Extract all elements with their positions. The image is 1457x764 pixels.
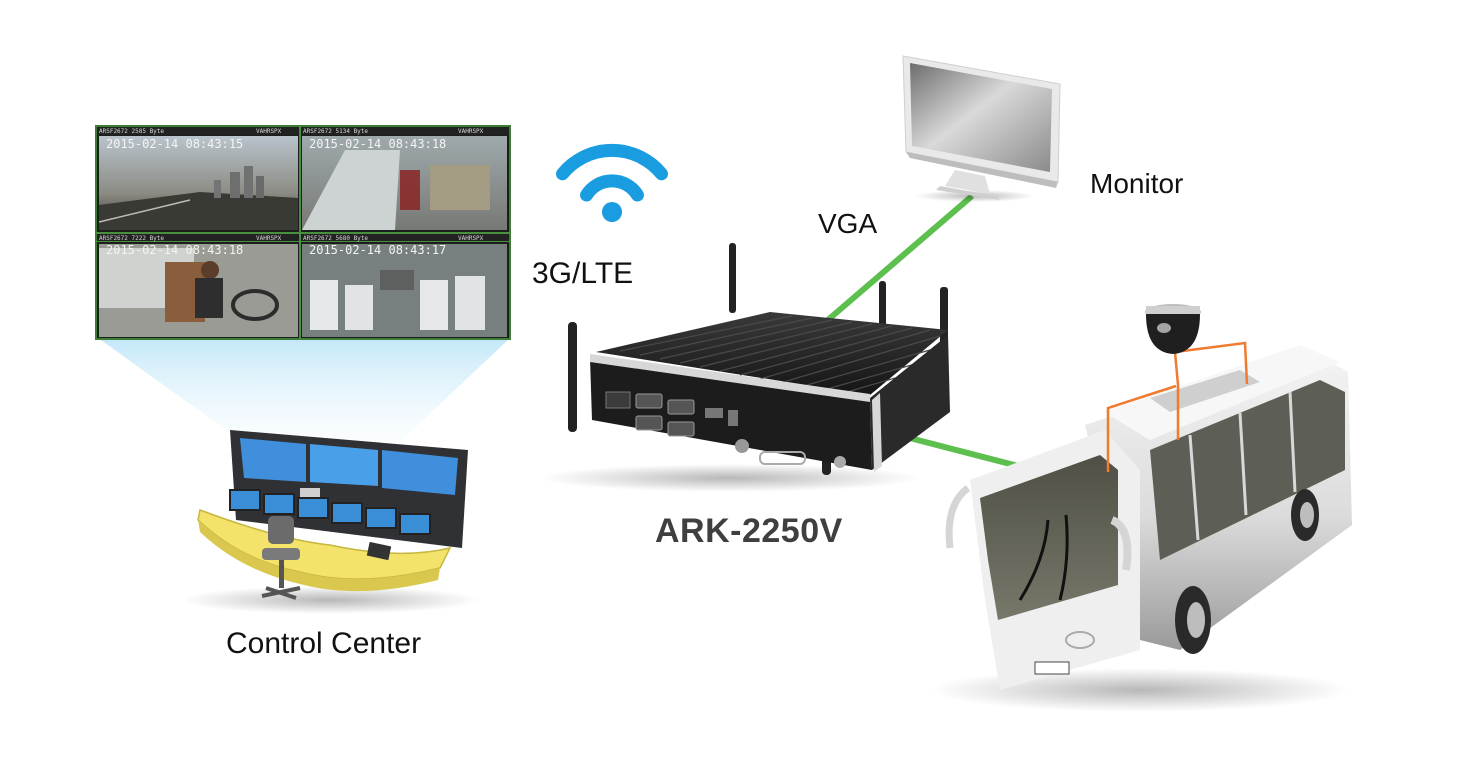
feed-1-flags: VAHRSPX: [256, 128, 282, 135]
vga-label: VGA: [818, 208, 878, 239]
vga-link: [820, 193, 974, 328]
feed-4-header: ARSF2672 5680 Byte: [303, 235, 368, 242]
antenna-1: [729, 243, 736, 313]
dome-camera-icon: [1145, 304, 1201, 354]
feed-2-timestamp: 2015-02-14 08:43:18: [309, 137, 446, 151]
control-desk-icon: [180, 430, 480, 614]
wifi-dot: [602, 202, 622, 222]
camera-wiring: [1106, 341, 1249, 472]
monitor-icon: [902, 55, 1061, 202]
camera-feed-2: [302, 136, 507, 230]
camera-video-wall: ARSF2672 2585 Byte ARSF2672 5134 Byte AR…: [95, 125, 511, 340]
feed-2-flags: VAHRSPX: [458, 128, 484, 135]
feed-4-timestamp: 2015-02-14 08:43:17: [309, 243, 446, 257]
feed-2-header: ARSF2672 5134 Byte: [303, 128, 368, 135]
camera-feed-3: [99, 244, 298, 337]
projection-beam: [98, 338, 510, 440]
feed-4-flags: VAHRSPX: [458, 235, 484, 242]
product-label: ARK-2250V: [655, 512, 843, 550]
wifi-icon: [556, 143, 668, 202]
link-lines: [820, 193, 1019, 469]
camera-feed-1: [98, 136, 298, 230]
feed-3-header: ARSF2672 7222 Byte: [99, 235, 164, 242]
feed-3-timestamp: 2015-02-14 08:43:18: [106, 243, 243, 257]
antenna-2: [879, 281, 886, 336]
bus-icon: [930, 341, 1352, 712]
bus-link: [901, 433, 1019, 469]
feed-3-flags: VAHRSPX: [256, 235, 282, 242]
feed-1-header: ARSF2672 2585 Byte: [99, 128, 164, 135]
control-center-label: Control Center: [226, 627, 422, 660]
antenna-4: [568, 322, 577, 432]
wireless-label: 3G/LTE: [532, 257, 634, 290]
monitor-label: Monitor: [1090, 168, 1184, 199]
camera-feed-4: [302, 244, 507, 337]
embedded-box-pc-icon: [540, 243, 950, 492]
feed-1-timestamp: 2015-02-14 08:43:15: [106, 137, 243, 151]
